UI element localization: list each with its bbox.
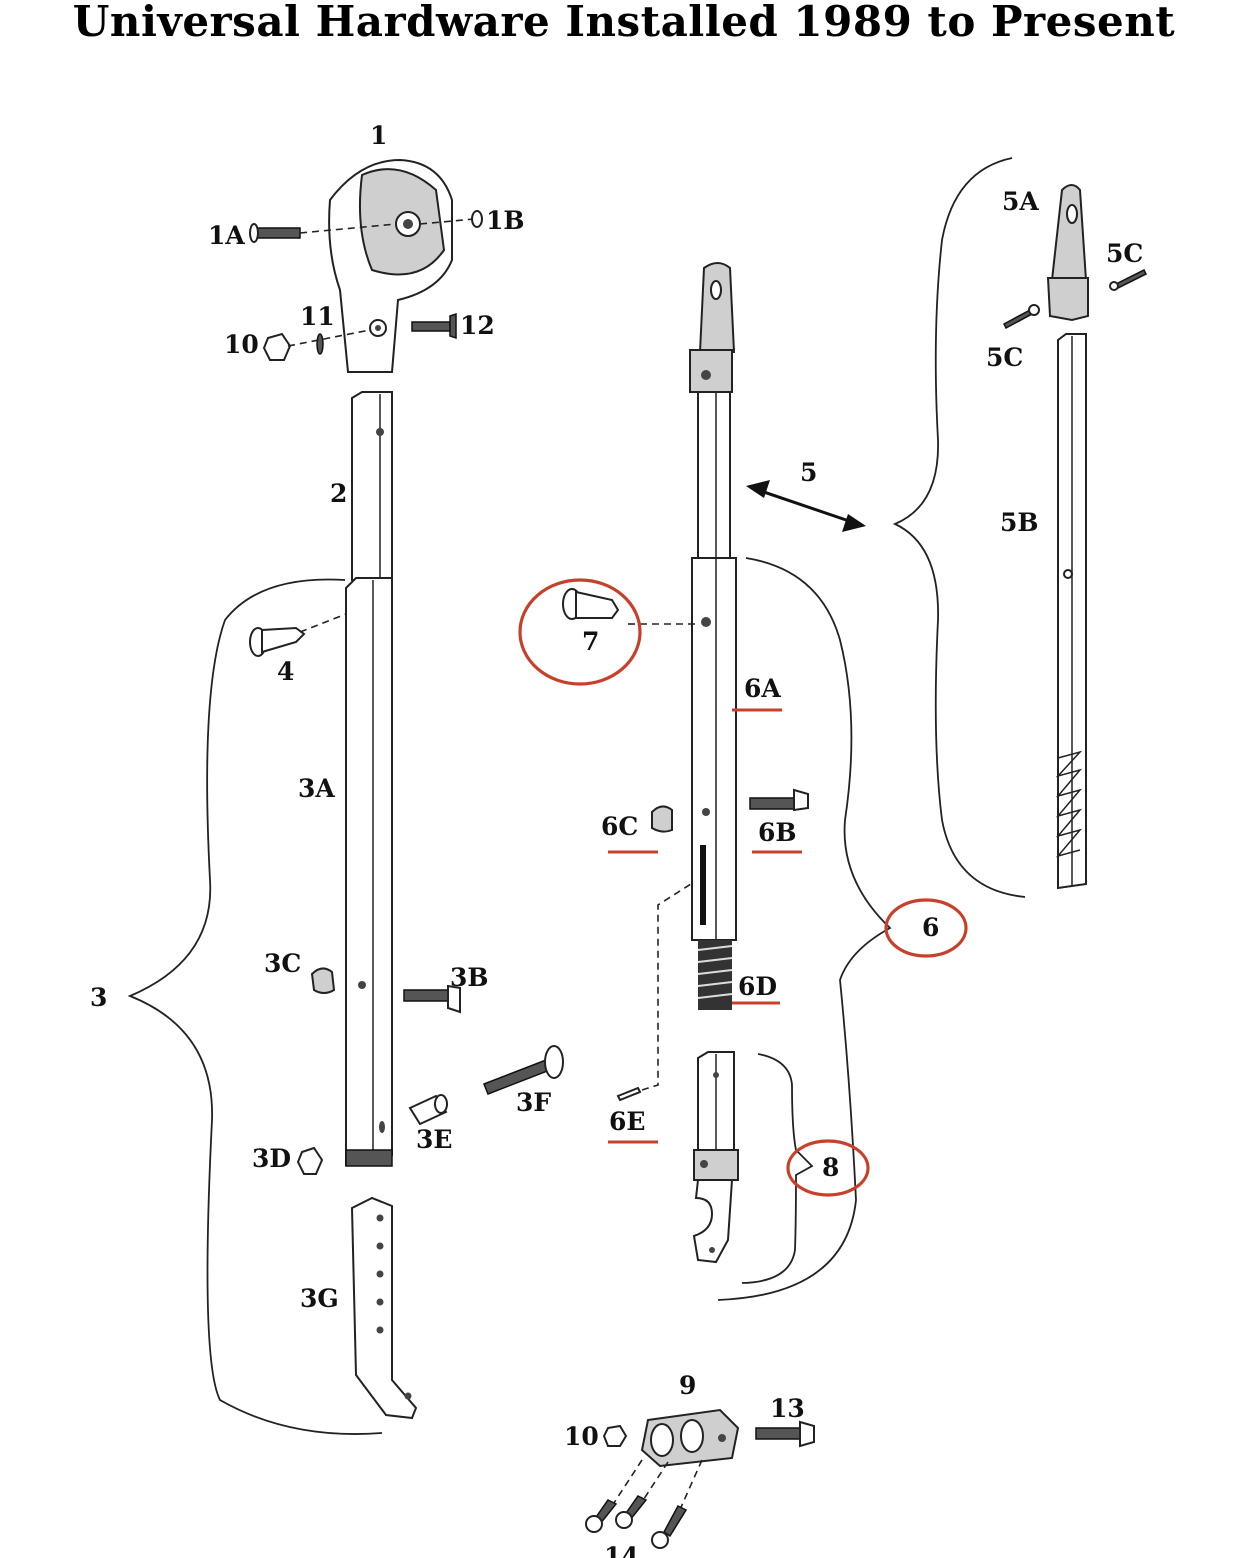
part-1A-bolt: [249, 223, 397, 243]
part-6D-spring: [697, 940, 733, 1010]
label-5A: 5A: [1002, 187, 1039, 216]
part-7-pin: [562, 588, 700, 625]
label-14: 14: [604, 1542, 639, 1558]
page-title: Universal Hardware Installed 1989 to Pre…: [72, 0, 1176, 46]
part-4-pin: [249, 613, 347, 657]
part-1-bracket: [328, 158, 453, 373]
label-2: 2: [330, 479, 347, 508]
label-8: 8: [822, 1153, 839, 1182]
part-6B-bolt: [749, 788, 809, 812]
label-13: 13: [770, 1394, 805, 1423]
label-3B: 3B: [450, 963, 489, 992]
part-14-screws: [585, 1459, 703, 1549]
part-1B-nut: [419, 210, 483, 228]
label-5C-right: 5C: [1106, 239, 1143, 268]
label-5B: 5B: [1000, 508, 1039, 537]
label-9: 9: [679, 1371, 696, 1400]
label-4: 4: [277, 657, 294, 686]
label-3C: 3C: [264, 949, 301, 978]
part-2-upper-tube: [351, 391, 393, 581]
brace-3: [127, 578, 383, 1435]
label-1A: 1A: [208, 221, 245, 250]
label-5: 5: [800, 458, 817, 487]
part-13-bolt: [755, 1420, 815, 1448]
label-6E: 6E: [609, 1107, 645, 1136]
part-3C-cap-nut: [310, 967, 336, 994]
label-6: 6: [922, 913, 939, 942]
label-3E: 3E: [416, 1125, 452, 1154]
part-6A-tube: [691, 557, 737, 941]
highlight-circle-6: [884, 898, 968, 958]
label-3: 3: [90, 983, 107, 1012]
part-3A-main-tube: [345, 577, 393, 1167]
arrow-5: [746, 480, 866, 532]
part-12-screw: [411, 312, 457, 340]
label-11: 11: [300, 302, 335, 331]
part-5C-pin-left: [1003, 304, 1040, 330]
brace-8: [741, 1053, 814, 1284]
label-6A: 6A: [744, 674, 781, 703]
part-5A-clevis: [1046, 184, 1089, 322]
part-10-nut-bottom: [602, 1424, 628, 1447]
part-10-nut: [262, 332, 292, 361]
label-7: 7: [582, 627, 599, 656]
label-10-bottom: 10: [564, 1422, 599, 1451]
part-3F-bolt: [483, 1045, 564, 1095]
part-8-slider: [692, 1051, 739, 1264]
part-3B-bolt: [403, 984, 461, 1014]
label-5C-left: 5C: [986, 343, 1023, 372]
part-9-bracket: [640, 1408, 740, 1468]
part-3D-nut: [296, 1146, 324, 1175]
part-3G-bracket: [350, 1196, 418, 1420]
part-6E-pin: [616, 881, 695, 1102]
brace-5: [892, 157, 1026, 898]
label-3D: 3D: [252, 1144, 291, 1173]
part-5B-rail: [1055, 333, 1087, 890]
label-6B: 6B: [758, 818, 797, 847]
label-3A: 3A: [298, 774, 335, 803]
label-3F: 3F: [516, 1088, 551, 1117]
label-1B: 1B: [486, 206, 525, 235]
highlight-circle-7: [518, 578, 642, 686]
label-1: 1: [370, 121, 387, 150]
brace-6: [717, 557, 892, 1301]
part-3E-sleeve: [408, 1094, 448, 1126]
highlight-circle-8: [786, 1139, 870, 1197]
part-6C-cap-nut: [651, 805, 673, 833]
label-12: 12: [460, 311, 495, 340]
label-6D: 6D: [738, 972, 777, 1001]
part-6-rail-top: [689, 262, 736, 563]
label-3G: 3G: [300, 1284, 339, 1313]
label-10-top: 10: [224, 330, 259, 359]
part-11-washer: [287, 329, 371, 355]
part-5C-pin-right: [1109, 268, 1148, 292]
label-6C: 6C: [601, 812, 638, 841]
